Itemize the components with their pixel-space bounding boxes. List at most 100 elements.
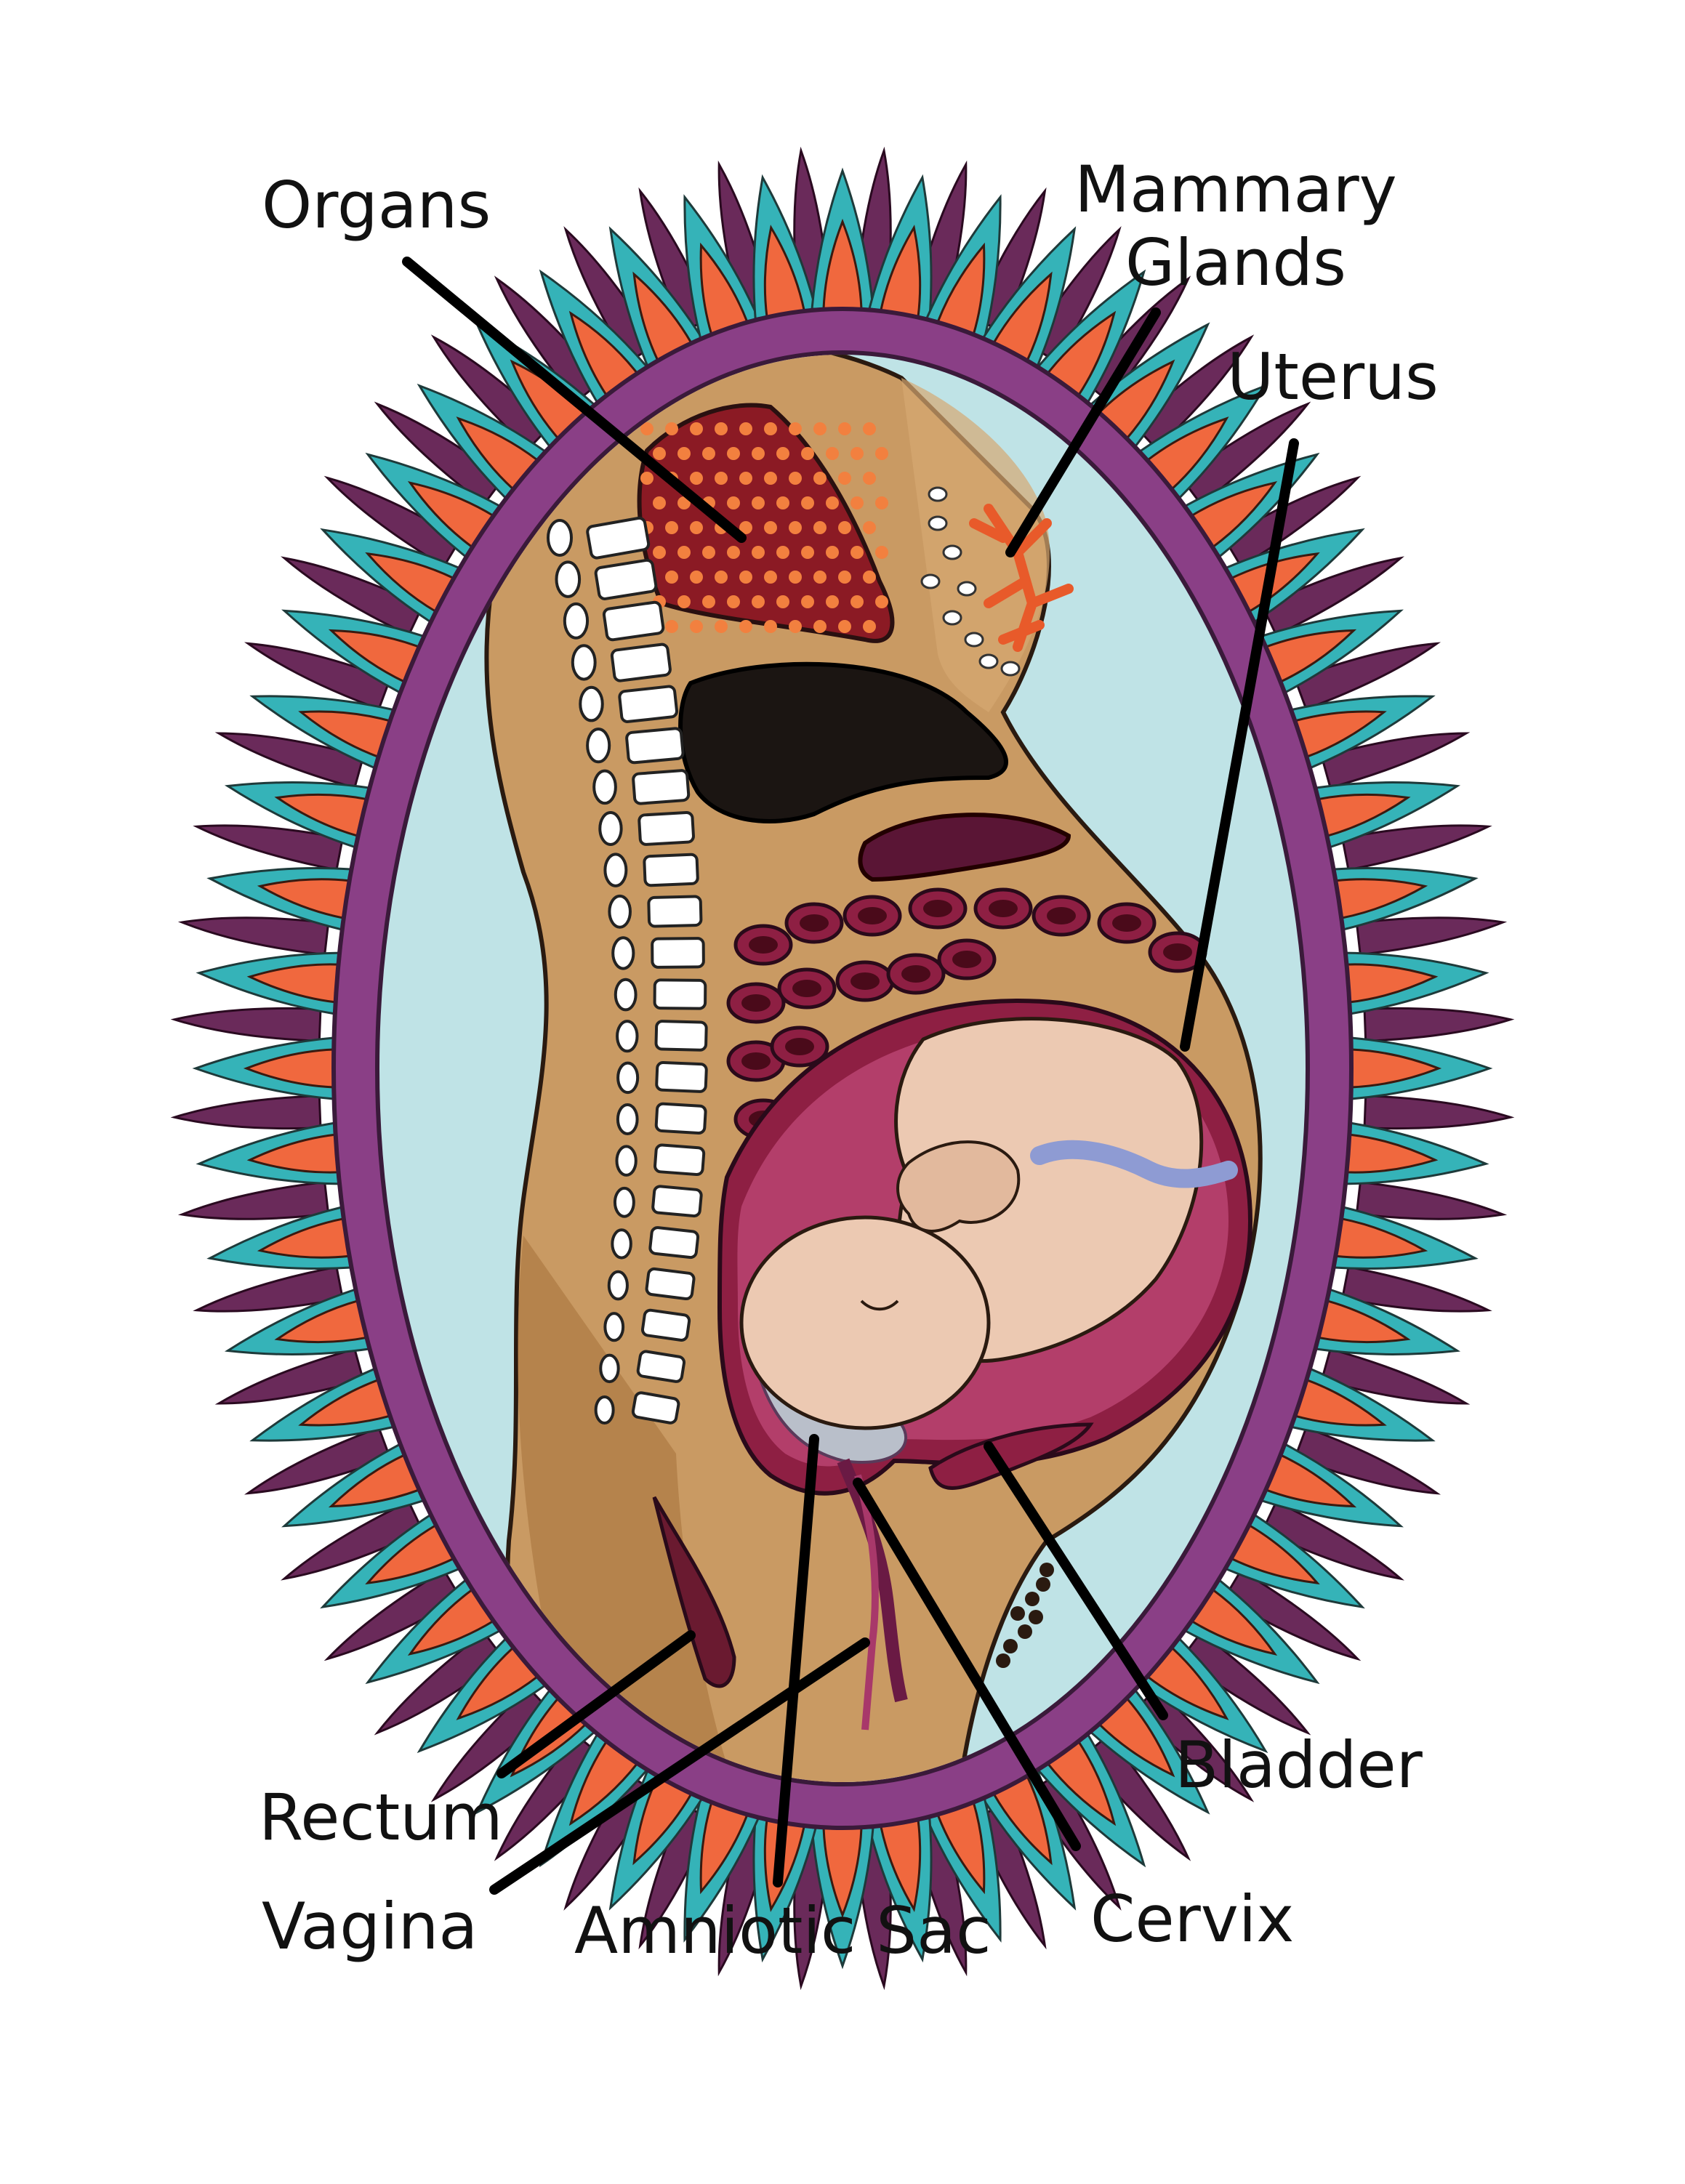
mandala-petal: [1098, 359, 1175, 440]
mandala-spike-purple: [374, 401, 505, 506]
mandala-spike-purple: [170, 1007, 322, 1042]
bladder: [928, 1422, 1094, 1490]
organ-dot: [776, 546, 789, 559]
mandala-petal: [1146, 416, 1229, 491]
mandala-petal: [1334, 1217, 1428, 1259]
organ-dot: [838, 472, 851, 485]
vertebra: [645, 1267, 696, 1301]
vertebra-process: [608, 894, 632, 929]
mandala-petal: [632, 1775, 693, 1866]
organ-dot: [826, 546, 839, 559]
organ-dot: [776, 496, 789, 509]
organ-dot: [727, 447, 740, 460]
organ-dot: [752, 496, 765, 509]
mammary-glands: [920, 486, 1074, 677]
intestine-lumen: [741, 1052, 771, 1070]
organ-dot: [764, 521, 777, 534]
vertebra-process: [586, 728, 611, 764]
mandala-spike-purple: [1340, 824, 1492, 871]
leader-bladder: [984, 1441, 1168, 1720]
mandala-petal: [1098, 1696, 1175, 1778]
vertebra: [651, 937, 705, 969]
vertebra: [636, 1350, 686, 1383]
leader-lines: [402, 257, 1299, 1895]
rectum: [652, 1496, 736, 1688]
vertebra-process: [579, 685, 604, 722]
leader-vagina: [489, 1637, 870, 1895]
vertebra: [640, 1308, 691, 1342]
organ-dot: [690, 422, 703, 435]
label-uterus: Uterus: [1227, 339, 1439, 414]
vertebra-process: [616, 1020, 639, 1053]
intestine-lumen: [1163, 943, 1192, 961]
organ-dot: [850, 447, 864, 460]
mandala-petal: [992, 1775, 1053, 1866]
organ-dot: [752, 595, 765, 608]
organ-dot: [813, 620, 827, 633]
mandala-border: [170, 146, 1515, 1991]
label-vagina: Vagina: [262, 1889, 478, 1964]
organ-dot: [739, 620, 752, 633]
organ-dot: [813, 571, 827, 584]
organ-dot: [813, 472, 827, 485]
leader-cervix: [853, 1478, 1081, 1851]
organ-dot: [702, 546, 715, 559]
vertebra: [655, 1060, 708, 1093]
chest-region: [901, 378, 1050, 712]
mandala-petal: [407, 1588, 495, 1656]
mandala-petal: [822, 218, 863, 310]
vertebra-process: [547, 519, 573, 557]
vertebra: [638, 810, 695, 846]
mandala-spike-purple: [214, 732, 365, 789]
vertebra: [643, 853, 699, 887]
mandala-petal: [1334, 878, 1428, 919]
organ-dots: [640, 422, 888, 633]
vertebra: [654, 1143, 706, 1177]
organ-dot: [875, 447, 888, 460]
organ-dot: [690, 472, 703, 485]
organ-dot: [739, 521, 752, 534]
mandala-spike-purple: [1223, 1568, 1362, 1661]
organ-dot: [801, 546, 814, 559]
vertebra-process: [599, 1353, 620, 1384]
mandala-petal: [1229, 552, 1320, 613]
vertebra: [632, 769, 691, 805]
vertebra-process: [571, 644, 597, 681]
mandala-petal: [568, 1740, 639, 1826]
pubic-hair: [996, 1563, 1054, 1668]
vertebra-process: [607, 1270, 629, 1301]
mandala-spike-purple: [214, 1347, 365, 1405]
vertebra-process: [616, 1061, 640, 1095]
mandala-petal: [1316, 1299, 1411, 1344]
mandala-petal: [257, 1217, 351, 1259]
mandala-petal: [936, 1801, 986, 1895]
intestine-lumen: [850, 972, 880, 990]
organ-dot: [727, 546, 740, 559]
organ-dot: [653, 447, 666, 460]
organ-dot: [789, 571, 802, 584]
organ-dot: [752, 447, 765, 460]
mandala-spike-purple: [193, 824, 345, 871]
spine: [547, 516, 708, 1425]
leader-organs: [402, 257, 747, 543]
organ-dot: [702, 595, 715, 608]
organ-dot: [715, 620, 728, 633]
organ-dot: [764, 472, 777, 485]
vertebra-process: [592, 769, 617, 805]
organ-dot: [801, 595, 814, 608]
fetus-head: [739, 1215, 991, 1430]
mandala-petal: [246, 963, 339, 1004]
mandala-spike-purple: [1320, 1347, 1471, 1405]
vertebra-process: [615, 1145, 638, 1177]
organ-dot: [789, 472, 802, 485]
label-mammary-line1: Mammary: [1074, 152, 1397, 227]
vertebra-process: [614, 978, 638, 1012]
cervix-canal: [837, 1458, 908, 1703]
mandala-petal: [407, 480, 495, 549]
intestine-lumen: [800, 914, 829, 932]
stomach: [678, 661, 1008, 823]
fetus-eye: [860, 1299, 899, 1311]
mandala-petal: [456, 416, 539, 491]
mandala-petal: [992, 271, 1053, 362]
vertebra: [618, 685, 679, 723]
